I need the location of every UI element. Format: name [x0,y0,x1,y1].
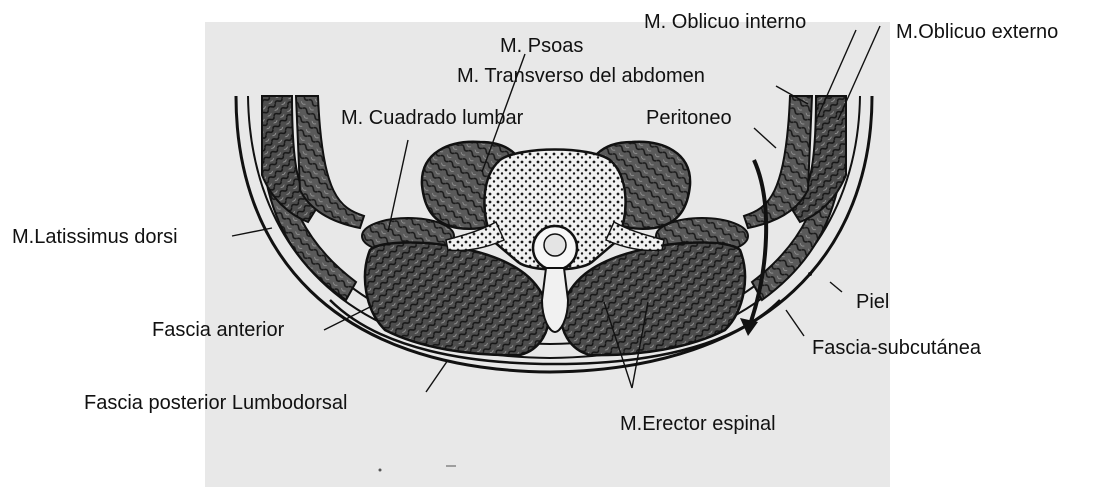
label-oblicuo-externo: M.Oblicuo externo [896,22,1058,42]
spinous-process [542,268,568,332]
label-cuadrado-lumbar: M. Cuadrado lumbar [341,108,523,128]
label-piel: Piel [856,292,889,312]
scan-speck [379,469,382,472]
scan-speck-2 [808,272,812,276]
label-psoas: M. Psoas [500,36,583,56]
label-fascia-posterior: Fascia posterior Lumbodorsal [84,393,347,413]
label-erector-espinal: M.Erector espinal [620,414,776,434]
label-fascia-anterior: Fascia anterior [152,320,284,340]
label-latissimus-dorsi: M.Latissimus dorsi [12,227,178,247]
label-oblicuo-interno: M. Oblicuo interno [644,12,806,32]
label-fascia-subcutanea: Fascia-subcutánea [812,338,981,358]
label-peritoneo: Peritoneo [646,108,732,128]
spinal-cord [544,234,566,256]
label-transverso-abdomen: M. Transverso del abdomen [457,66,705,86]
